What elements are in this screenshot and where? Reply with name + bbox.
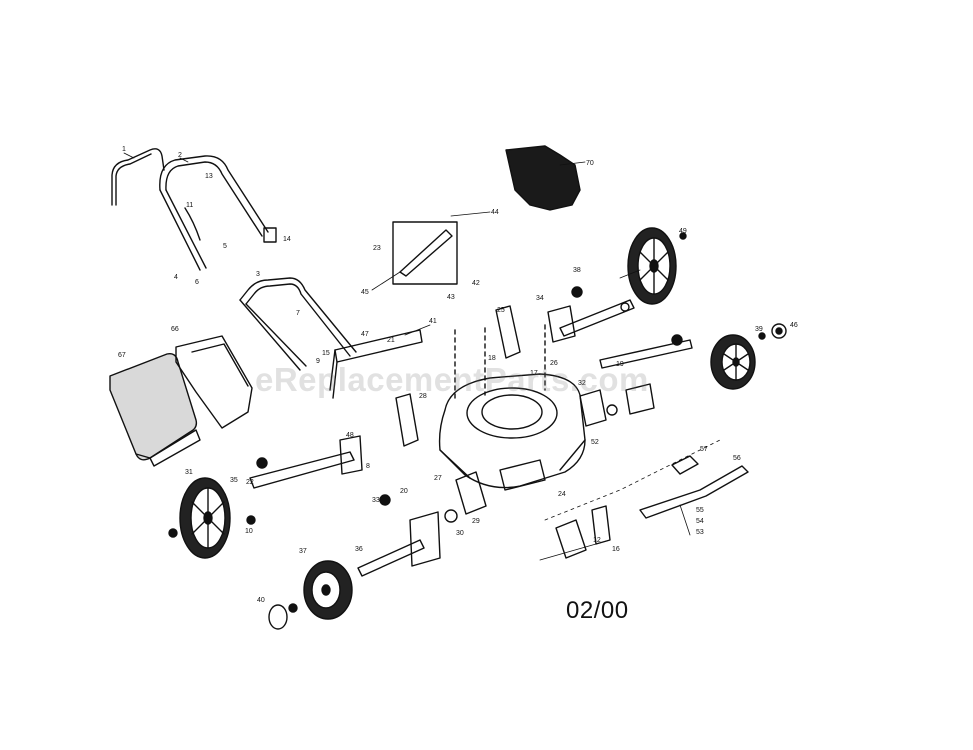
callout-labels: 1 2 3 4 5 6 7 8 9 10 11 12 13 14 15 16 1… <box>118 146 798 604</box>
callout-10: 10 <box>245 528 253 535</box>
hub-parts <box>168 232 787 630</box>
catcher-frame <box>175 335 253 429</box>
upper-handle <box>159 155 277 271</box>
callout-40: 40 <box>257 597 265 604</box>
callout-41: 41 <box>429 318 437 325</box>
callout-15: 15 <box>322 350 330 357</box>
rear-baffle <box>329 329 423 399</box>
callout-25: 25 <box>497 307 505 314</box>
callout-53: 53 <box>696 529 704 536</box>
callout-37: 37 <box>299 548 307 555</box>
callout-57: 57 <box>700 446 708 453</box>
callout-67: 67 <box>118 352 126 359</box>
callout-16: 16 <box>612 546 620 553</box>
callout-55: 55 <box>696 507 704 514</box>
callout-7: 7 <box>296 310 300 317</box>
callout-11: 11 <box>186 202 193 209</box>
callout-38: 38 <box>573 267 581 274</box>
callout-48: 48 <box>346 432 354 439</box>
callout-9: 9 <box>316 358 320 365</box>
callout-30: 30 <box>456 530 464 537</box>
rear-right-wheel <box>627 227 677 305</box>
callout-27: 27 <box>434 475 442 482</box>
callout-6: 6 <box>195 279 199 286</box>
callout-26: 26 <box>550 360 558 367</box>
callout-52: 52 <box>591 439 599 446</box>
callout-24: 24 <box>558 491 566 498</box>
callout-19: 19 <box>616 361 624 368</box>
callout-34: 34 <box>536 295 544 302</box>
callout-13: 13 <box>205 173 213 180</box>
callout-54: 54 <box>696 518 704 525</box>
callout-12: 12 <box>593 537 601 544</box>
callout-21: 21 <box>387 337 395 344</box>
lower-handle <box>239 277 357 371</box>
callout-22: 22 <box>246 479 254 486</box>
watermark: eReplacementParts.com <box>255 361 649 398</box>
callout-66: 66 <box>171 326 179 333</box>
callout-70: 70 <box>586 160 594 167</box>
callout-8: 8 <box>366 463 370 470</box>
callout-44: 44 <box>491 209 499 216</box>
date-code: 02/00 <box>566 597 629 624</box>
callout-2: 2 <box>178 152 182 159</box>
axles <box>249 299 693 577</box>
callout-46: 46 <box>790 322 798 329</box>
blade <box>555 455 749 559</box>
callout-32: 32 <box>578 380 586 387</box>
callout-43: 43 <box>447 294 455 301</box>
mower-deck <box>438 324 586 491</box>
callout-36: 36 <box>355 546 363 553</box>
callout-45: 45 <box>361 289 369 296</box>
rear-left-wheel <box>179 477 231 559</box>
height-adjuster-plates <box>395 305 655 515</box>
callout-17: 17 <box>530 370 538 377</box>
callout-5: 5 <box>223 243 227 250</box>
callout-28: 28 <box>419 393 427 400</box>
handle-bracket-frame <box>392 221 458 285</box>
callout-33: 33 <box>372 497 380 504</box>
callout-56: 56 <box>733 455 741 462</box>
callout-31: 31 <box>185 469 193 476</box>
callout-3: 3 <box>256 271 260 278</box>
callout-14: 14 <box>283 236 291 243</box>
front-left-wheel <box>303 560 353 620</box>
upper-handle-rod <box>111 148 165 206</box>
callout-29: 29 <box>472 518 480 525</box>
callout-20: 20 <box>400 488 408 495</box>
callout-23: 23 <box>373 245 381 252</box>
front-right-wheel <box>710 334 756 390</box>
callout-49: 49 <box>679 228 687 235</box>
engine <box>505 145 581 211</box>
callout-35: 35 <box>230 477 238 484</box>
leader-lines <box>123 152 721 561</box>
callout-47: 47 <box>361 331 369 338</box>
callout-4: 4 <box>174 274 178 281</box>
callout-42: 42 <box>472 280 480 287</box>
callout-1: 1 <box>122 146 126 153</box>
callout-39: 39 <box>755 326 763 333</box>
grass-catcher-bag <box>109 352 201 467</box>
callout-18: 18 <box>488 355 496 362</box>
